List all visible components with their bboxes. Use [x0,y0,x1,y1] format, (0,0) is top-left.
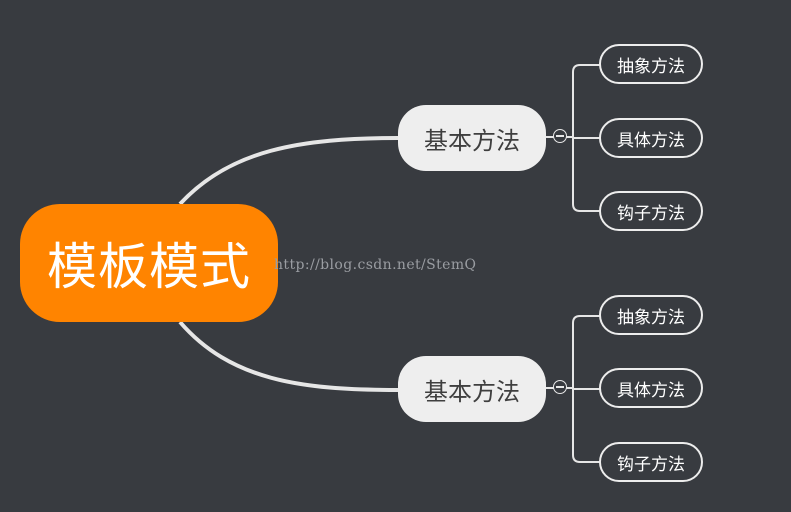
watermark-text: http://blog.csdn.net/StemQ [274,257,477,273]
branch-topic[interactable]: 基本方法 [398,105,546,171]
minus-circle-icon[interactable] [553,380,567,394]
root-topic[interactable]: 模板模式 [20,204,278,322]
root-to-branch-2-link [178,320,399,392]
leaf-topic[interactable]: 具体方法 [599,368,703,408]
leaf-topic[interactable]: 钩子方法 [599,442,703,482]
leaf-topic[interactable]: 具体方法 [599,118,703,158]
leaf-topic[interactable]: 钩子方法 [599,191,703,231]
root-to-branch-1-link [178,136,399,206]
branch-topic[interactable]: 基本方法 [398,356,546,422]
leaf-topic[interactable]: 抽象方法 [599,44,703,84]
leaf-topic[interactable]: 抽象方法 [599,295,703,335]
minus-circle-icon[interactable] [553,129,567,143]
